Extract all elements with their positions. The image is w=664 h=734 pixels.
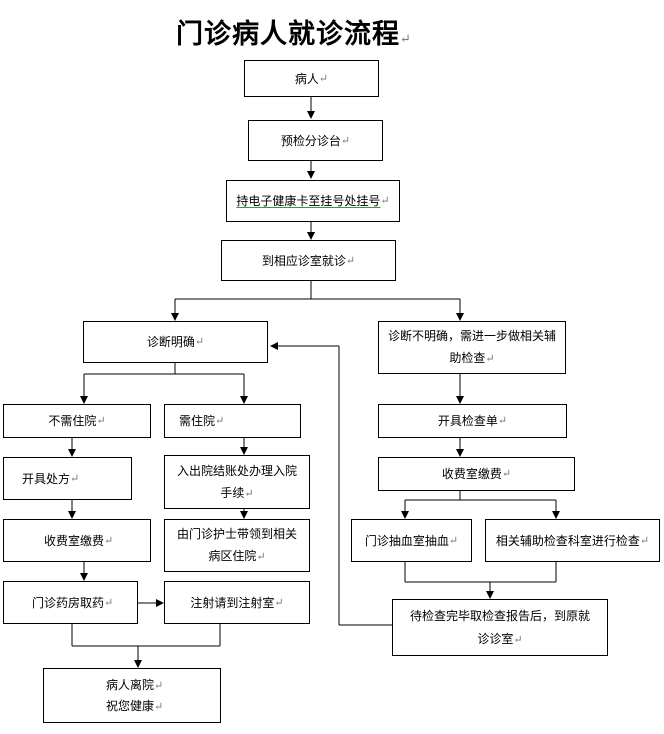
box-payment-left: 收费室缴费↵ (3, 519, 151, 562)
box-patient: 病人↵ (244, 60, 379, 97)
box-report-return: 待检查完毕取检查报告后，到原就诊诊室↵ (392, 599, 608, 656)
page-title: 门诊病人就诊流程↵ (176, 19, 412, 50)
box-admission-procedure: 入出院结账处办理入院手续↵ (164, 455, 310, 509)
box-exam-order: 开具检查单↵ (378, 404, 567, 438)
box-blood-draw: 门诊抽血室抽血↵ (351, 519, 472, 562)
box-admission: 需住院↵ (164, 404, 301, 438)
box-payment-right: 收费室缴费↵ (378, 457, 575, 491)
box-nurse-escort: 由门诊护士带领到相关病区住院↵ (164, 519, 310, 572)
box-clinic: 到相应诊室就诊↵ (221, 240, 396, 281)
box-leave: 病人离院↵祝您健康↵ (43, 668, 221, 723)
box-auxiliary-exam: 相关辅助检查科室进行检查↵ (485, 519, 660, 562)
box-triage: 预检分诊台↵ (248, 120, 383, 161)
box-diagnosis-unclear: 诊断不明确，需进一步做相关辅助检查↵ (378, 321, 566, 374)
box-register: 持电子健康卡至挂号处挂号↵ (226, 180, 400, 222)
box-prescribe: 开具处方↵ (3, 457, 132, 500)
box-diagnosis-clear: 诊断明确↵ (83, 321, 268, 363)
box-injection: 注射请到注射室↵ (164, 581, 310, 624)
box-pharmacy: 门诊药房取药↵ (3, 581, 138, 624)
box-no-admission: 不需住院↵ (3, 404, 151, 438)
